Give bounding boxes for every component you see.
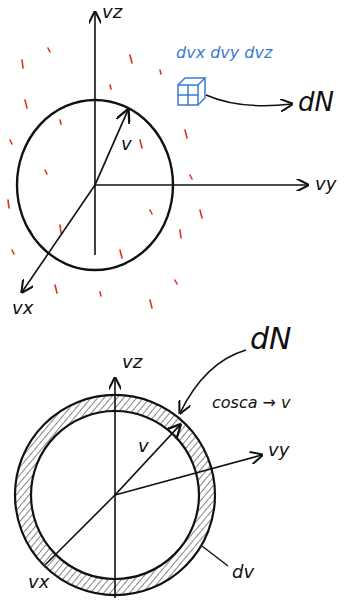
axis-label: vx — [12, 298, 33, 318]
leader-line — [202, 546, 228, 566]
particle-dot — [48, 48, 50, 52]
particle-dot — [110, 85, 111, 89]
shell-thickness-label: dv — [232, 562, 254, 582]
particle-dot — [150, 210, 152, 214]
particle-dot — [60, 120, 61, 124]
particle-dot — [45, 170, 47, 174]
particle-dot — [22, 60, 23, 68]
particle-dot — [55, 285, 57, 293]
particle-dot — [190, 175, 192, 179]
vx-axis — [22, 185, 95, 292]
particle-dot — [175, 280, 177, 284]
leader-arrow — [206, 95, 292, 106]
particle-dot — [140, 140, 142, 148]
particle-dot — [130, 55, 132, 63]
axis-label: vy — [268, 440, 289, 460]
volume-cube — [178, 78, 205, 105]
particle-dot — [200, 210, 202, 218]
axis-label: vz — [122, 352, 142, 372]
particle-dot — [150, 300, 152, 308]
particle-dot — [12, 250, 14, 254]
particle-dot — [8, 200, 9, 208]
particle-dot — [160, 70, 161, 74]
vy-axis — [115, 455, 262, 495]
vz-axis — [94, 12, 96, 255]
particle-dot — [25, 100, 27, 108]
particle-dot — [60, 225, 61, 233]
axis-label: vx — [28, 572, 49, 592]
count-label: dN — [298, 88, 334, 117]
volume-element-label: dvx dvy dvz — [176, 44, 272, 62]
radius-vector — [115, 425, 180, 495]
particle-dot — [10, 140, 12, 144]
vz-axis — [114, 378, 116, 598]
vector-label: v — [121, 134, 132, 154]
vy-axis — [95, 184, 308, 186]
particle-dot — [180, 230, 181, 238]
note-label: cosca → v — [212, 394, 291, 412]
axis-label: vz — [102, 2, 122, 22]
vx-axis — [45, 495, 115, 565]
axis-label: vy — [315, 174, 336, 194]
particle-dot — [185, 130, 187, 138]
vector-label: v — [138, 436, 149, 456]
particle-dots — [8, 48, 202, 308]
particle-dot — [100, 292, 101, 296]
particle-dot — [120, 250, 122, 258]
count-label: dN — [250, 322, 291, 355]
